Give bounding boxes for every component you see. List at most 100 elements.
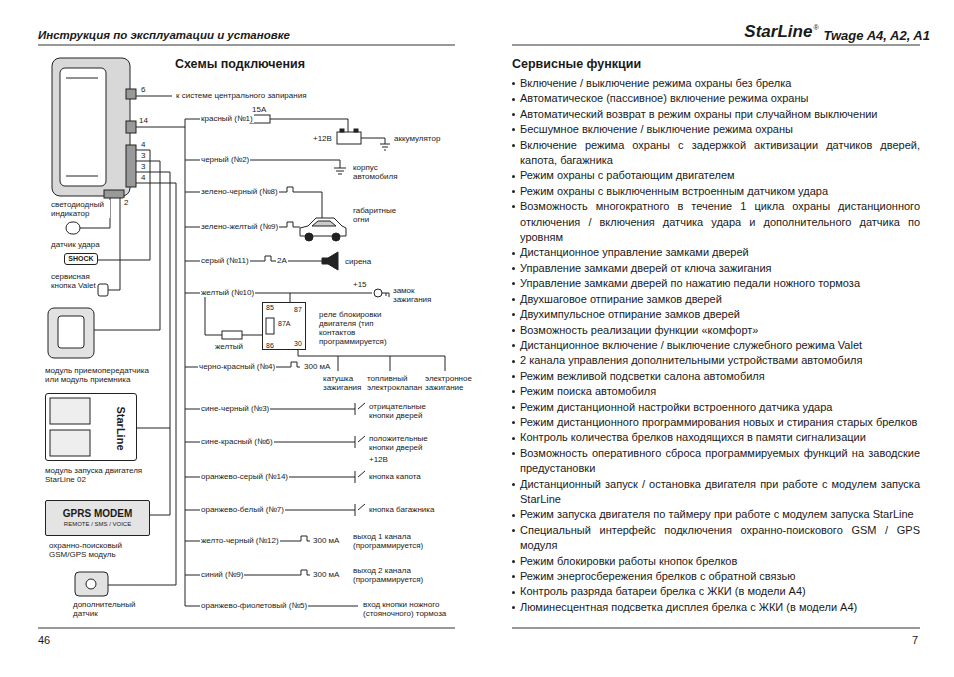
bullet-dot [512,421,515,424]
list-item: Бесшумное включение / выключение режима … [520,123,793,135]
list-item-row: Включение режима охраны с задержкой акти… [512,138,920,169]
component-label: отрицательные кнопки дверей [368,402,440,420]
fuse-rating: 15А [251,105,267,114]
bullet-dot [512,128,515,131]
list-item-row: 2 канала управления дополнительными устр… [512,353,920,368]
wire-label: сине-красный (№6) [200,437,274,446]
component-label: кнопка капота [368,472,422,481]
bullet-dot [512,313,515,316]
battery-symbol [337,132,361,144]
list-item: Автоматический возврат в режим охраны пр… [520,108,878,120]
list-item-row: Специальный интерфейс подключения охранн… [512,523,920,554]
list-item-row: Управление замками дверей от ключа зажиг… [512,261,920,276]
list-item: Двухимпульсное отпирание замков дверей [520,308,740,320]
wire-label: желто-черный (№12) [200,536,280,545]
list-item: Включение / выключение режима охраны без… [520,77,791,89]
list-item-row: Режим блокировки работы кнопок брелков [512,554,920,569]
bullet-dot [512,82,515,85]
list-item: Режим блокировки работы кнопок брелков [520,555,737,567]
list-item-row: Режим вежливой подсветки салона автомоби… [512,369,920,384]
list-item-row: Возможность многократного в течение 1 ци… [512,199,920,245]
node-text: 86 [266,342,274,350]
pin-number: 4 [140,140,146,149]
list-item-row: Люминесцентная подсветка дисплея брелка … [512,600,920,615]
harness-wire [185,436,365,448]
wire-label: желтый (№10) [200,288,255,297]
list-item: Режим дистанционной настройки встроенног… [520,401,832,413]
transceiver-module [48,308,94,358]
list-item-row: Автоматический возврат в режим охраны пр… [512,107,920,122]
resistor-symbol [222,331,242,339]
list-item: Возможность оперативного сброса программ… [520,447,920,474]
component-label: сирена [344,257,372,266]
component-label: выход 1 канала (программируется) [352,532,434,550]
component-label: дополнительный датчик [72,600,144,618]
pin-number: 6 [140,85,146,94]
wire-label: оранжево-белый (№7) [200,505,285,514]
trademark-sign: ® [813,24,818,32]
alarm-unit [60,68,106,186]
wire-label: красный (№1) [200,114,254,123]
list-item-row: Включение / выключение режима охраны без… [512,76,920,91]
bullet-dot [512,390,515,393]
component-label: вход кнопки ножного (стояночного) тормоз… [362,600,459,618]
alarm-unit [66,78,98,176]
list-item-row: Дистанционное управление замками дверей [512,245,920,260]
model-name: Twage A4, A2, A1 [824,28,930,44]
list-item: Режим охраны с выключенным встроенным да… [520,185,828,197]
extra-sensor [75,572,108,596]
harness-wire [136,96,172,97]
wire-label: зелено-черный (№8) [200,187,279,196]
component-label: сервисная кнопка Valet [50,272,97,290]
car-symbol [312,221,336,226]
node-text: SHOCK [68,255,93,263]
list-item-row: Режим дистанционного программирования но… [512,415,920,430]
bullet-dot [512,529,515,532]
component-label: топливный электроклапан [366,374,418,392]
bullet-dot [512,406,515,409]
voltage-label: +15 [352,280,368,289]
ignition-key-symbol [374,289,382,297]
relay-box: 858787А3086 [262,302,306,350]
voltage-label: +12В [312,134,333,143]
gprs-modem-box: GPRS MODEMREMOTE / SMS / VOICE [45,500,150,536]
ignition-key-symbol [374,289,389,297]
bullet-dot [512,483,515,486]
bullet-dot [512,267,515,270]
module-panel [50,398,90,456]
component-label: датчик удара [50,240,101,249]
harness-wire [205,293,262,335]
bullet-dot [512,144,515,147]
list-item: Люминесцентная подсветка дисплея брелка … [520,601,857,613]
component-label: корпус автомобиля [352,163,402,181]
list-item-row: Режим энергосбережения брелков с обратно… [512,569,920,584]
component-label: модуль запуска двигателя StarLine 02 [44,466,146,484]
battery-symbol [354,129,358,132]
relay-coil [266,318,274,334]
harness-wire [290,293,291,302]
component-label: положительные кнопки дверей [368,434,440,452]
transceiver-module [58,316,84,348]
battery-symbol [340,129,344,132]
list-item-row: Режим поиска автомобиля [512,384,920,399]
list-item: Режим вежливой подсветки салона автомоби… [520,370,765,382]
car-symbol [332,233,340,241]
ignition-key-symbol [382,293,389,297]
led-indicator [66,222,80,234]
component-label: габаритные огни [352,206,399,224]
component-label: катушка зажигания [322,374,364,392]
alarm-unit [126,89,136,99]
page-rule [512,45,920,46]
car-symbol [300,218,346,241]
wire-label: серый (№11) [200,256,250,265]
bullet-dot [512,575,515,578]
led-indicator [66,222,80,234]
list-item-row: Дистанционный запуск / остановка двигате… [512,477,920,508]
node-text: 85 [266,304,274,312]
list-item: Контроль разряда батареи брелка с ЖКИ (в… [520,585,806,597]
shock-sensor-box: SHOCK [64,253,98,265]
bullet-dot [512,360,515,363]
node-text: 87 [294,306,302,314]
current-rating: 300 мА [312,536,340,545]
harness-wire [185,504,365,516]
